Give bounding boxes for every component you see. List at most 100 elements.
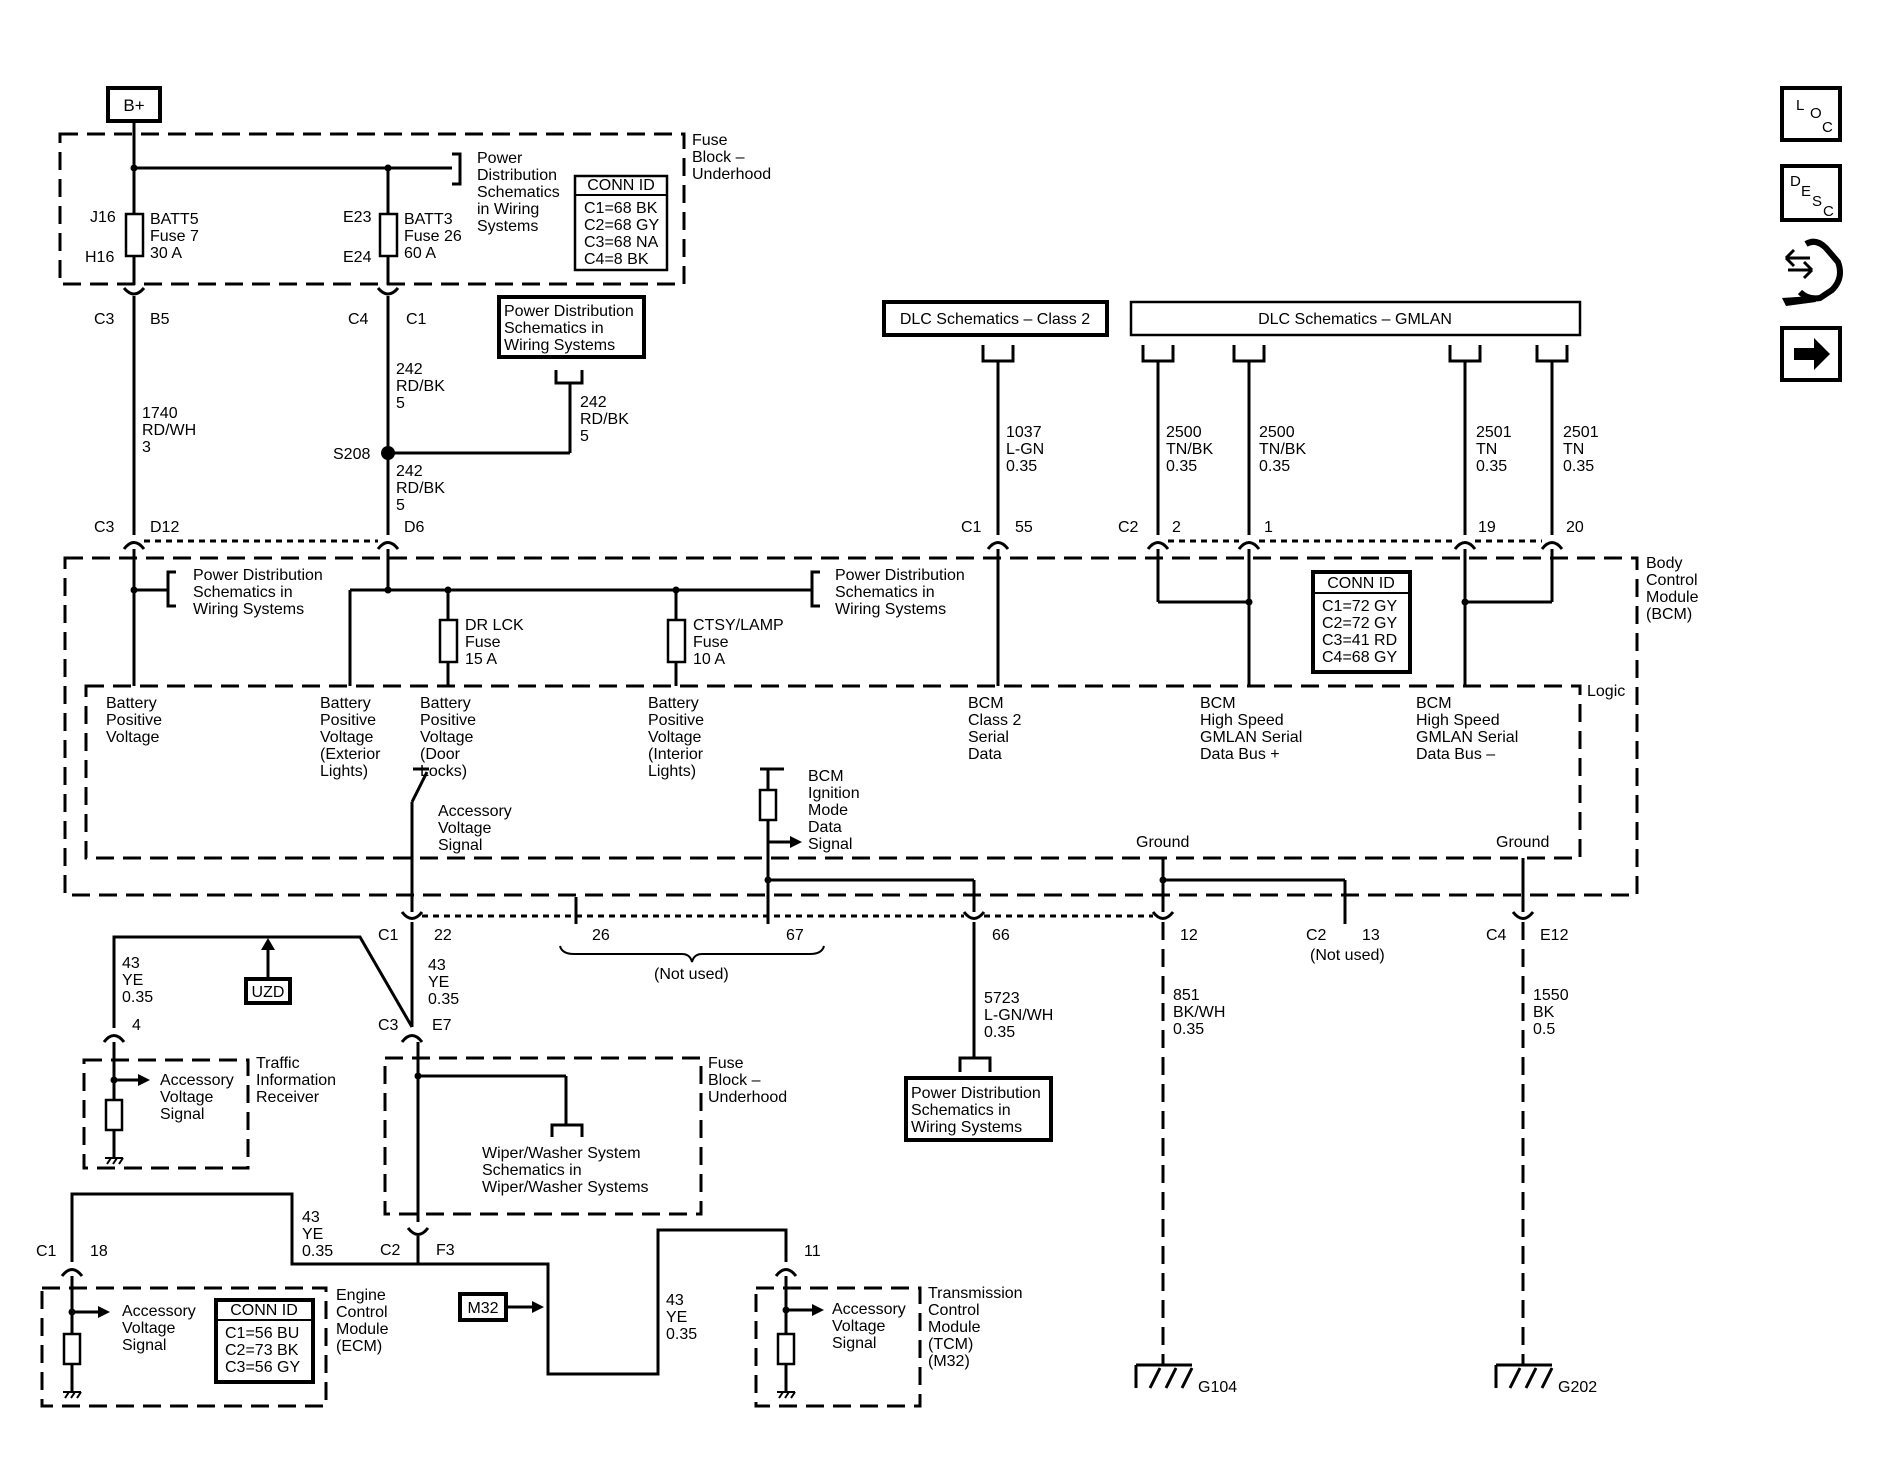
gmlan-terminal [1237, 541, 1261, 550]
gmlan-wire-label: 0.35 [1563, 458, 1594, 475]
svg-text:C1: C1 [378, 927, 399, 944]
svg-text:RD/BK: RD/BK [580, 411, 629, 428]
svg-text:Fuse 26: Fuse 26 [404, 228, 462, 245]
svg-text:DLC Schematics – GMLAN: DLC Schematics – GMLAN [1258, 311, 1452, 328]
bcm-pd-ref-left: Power Distribution Schematics in Wiring … [193, 567, 323, 618]
svg-text:RD/BK: RD/BK [396, 480, 445, 497]
svg-text:43: 43 [428, 957, 446, 974]
svg-text:YE: YE [666, 1309, 687, 1326]
svg-text:0.35: 0.35 [1173, 1021, 1204, 1038]
svg-text:C1=56 BU: C1=56 BU [225, 1325, 299, 1342]
wire-label-43-d: 43 YE 0.35 [666, 1292, 697, 1343]
svg-text:C3=68 NA: C3=68 NA [584, 234, 659, 251]
fuse-block2-pin: E7 [432, 1017, 452, 1034]
gmlan-connector [1448, 345, 1482, 363]
svg-text:Signal: Signal [438, 837, 482, 854]
fuse-block-underhood-title: Fuse Block – Underhood [692, 132, 771, 183]
gmlan-connector [1232, 345, 1266, 363]
svg-text:L-GN/WH: L-GN/WH [984, 1007, 1053, 1024]
bcm-logic-label-bpv_door: Battery [420, 695, 471, 712]
dlc-class2-conn: C1 [961, 519, 982, 536]
dlc-class2-box: DLC Schematics – Class 2 [882, 300, 1109, 337]
ecm-pin: 18 [90, 1243, 108, 1260]
conn-id-fuse-block: CONN ID C1=68 BK C2=68 GY C3=68 NA C4=8 … [573, 174, 669, 272]
svg-text:BK: BK [1533, 1004, 1555, 1021]
svg-text:DR LCK: DR LCK [465, 617, 524, 634]
bcm-logic-label-bpv_door: Voltage [420, 729, 473, 746]
dlc-class2-pin: 55 [1015, 519, 1033, 536]
svg-text:CONN ID: CONN ID [587, 177, 655, 194]
svg-text:5: 5 [580, 428, 589, 445]
wire-label-43-b: 43 YE 0.35 [428, 957, 459, 1008]
ecm-conn: C1 [36, 1243, 57, 1260]
splice-s208-dot [381, 446, 395, 460]
svg-text:Accessory: Accessory [122, 1303, 196, 1320]
dlc-gmlan-conn: C2 [1118, 519, 1139, 536]
connector-c3-d12: C3 D12 [94, 519, 179, 536]
wire-label-43-c: 43 YE 0.35 [302, 1209, 333, 1260]
power-source-bplus: B+ [106, 86, 162, 123]
wire-label-242-a: 242 RD/BK 5 [396, 361, 445, 412]
svg-text:10 A: 10 A [693, 651, 725, 668]
svg-text:0.35: 0.35 [984, 1024, 1015, 1041]
next-arrow-icon[interactable] [1780, 326, 1842, 382]
connector-c4-c1: C4 C1 [348, 311, 427, 328]
svg-text:242: 242 [396, 361, 423, 378]
tcm-pin: 11 [804, 1243, 821, 1260]
pd-ref-fuse-block: Power Distribution Schematics in Wiring … [477, 150, 560, 235]
svg-text:H16: H16 [85, 249, 114, 266]
svg-text:E12: E12 [1540, 927, 1569, 944]
svg-text:YE: YE [302, 1226, 323, 1243]
svg-text:60 A: 60 A [404, 245, 436, 262]
svg-text:D: D [1790, 173, 1801, 190]
splice-s208-label: S208 [333, 446, 370, 463]
loc-icon[interactable]: L O C [1780, 86, 1842, 142]
bcm-logic-label-bpv_int: Lights) [648, 763, 696, 780]
gmlan-wire-label: 2500 [1166, 424, 1202, 441]
svg-text:in Wiring: in Wiring [477, 201, 539, 218]
svg-text:26: 26 [592, 927, 610, 944]
wire-label-1550: 1550 BK 0.5 [1533, 987, 1569, 1038]
tir-pin: 4 [132, 1017, 141, 1034]
svg-text:Fuse: Fuse [465, 634, 501, 651]
svg-text:BCM: BCM [808, 768, 844, 785]
svg-text:Schematics in: Schematics in [911, 1102, 1011, 1119]
svg-text:C4: C4 [348, 311, 369, 328]
svg-text:851: 851 [1173, 987, 1200, 1004]
bcm-logic-label-bpv_int: (Interior [648, 746, 704, 763]
desc-icon[interactable]: D E S C [1780, 164, 1842, 222]
svg-text:Power: Power [477, 150, 523, 167]
svg-text:Schematics: Schematics [477, 184, 560, 201]
bcm-logic-label-gmlan_plus: Data Bus + [1200, 746, 1280, 763]
gmlan-wire-label: 0.35 [1476, 458, 1507, 475]
svg-text:Wiring Systems: Wiring Systems [911, 1119, 1022, 1136]
svg-text:5723: 5723 [984, 990, 1020, 1007]
ecm-signal-label: Accessory Voltage Signal [122, 1303, 196, 1354]
fuse-block2-title: Fuse Block – Underhood [708, 1055, 787, 1106]
bcm-logic-label-bpv_int: Positive [648, 712, 704, 729]
svg-text:CONN ID: CONN ID [1327, 575, 1395, 592]
tcm-title: Transmission Control Module (TCM) (M32) [928, 1285, 1023, 1370]
gmlan-wire-label: TN/BK [1259, 441, 1306, 458]
bcm-logic-label-bpv: Voltage [106, 729, 159, 746]
svg-text:242: 242 [580, 394, 607, 411]
ecm-box [40, 1286, 328, 1408]
dlc-gmlan-pin-19: 19 [1478, 519, 1496, 536]
svg-text:RD/BK: RD/BK [396, 378, 445, 395]
svg-text:D12: D12 [150, 519, 179, 536]
svg-text:0.35: 0.35 [302, 1243, 333, 1260]
wire-label-851: 851 BK/WH 0.35 [1173, 987, 1225, 1038]
svg-text:Voltage: Voltage [438, 820, 491, 837]
bcm-logic-label-class2: BCM [968, 695, 1004, 712]
wire-label-5723: 5723 L-GN/WH 0.35 [984, 990, 1053, 1041]
fuse-dr-lck: DR LCK Fuse 15 A [438, 617, 524, 668]
gmlan-terminal [1146, 541, 1170, 550]
connector-hand-icon[interactable] [1782, 238, 1843, 306]
svg-text:C: C [1822, 119, 1833, 136]
bcm-logic-label-bpv_ext: Voltage [320, 729, 373, 746]
gmlan-wire-label: 0.35 [1259, 458, 1290, 475]
svg-text:Information: Information [256, 1072, 336, 1089]
bcm-logic-label-class2: Data [968, 746, 1002, 763]
svg-text:C2: C2 [1306, 927, 1327, 944]
svg-text:Voltage: Voltage [122, 1320, 175, 1337]
